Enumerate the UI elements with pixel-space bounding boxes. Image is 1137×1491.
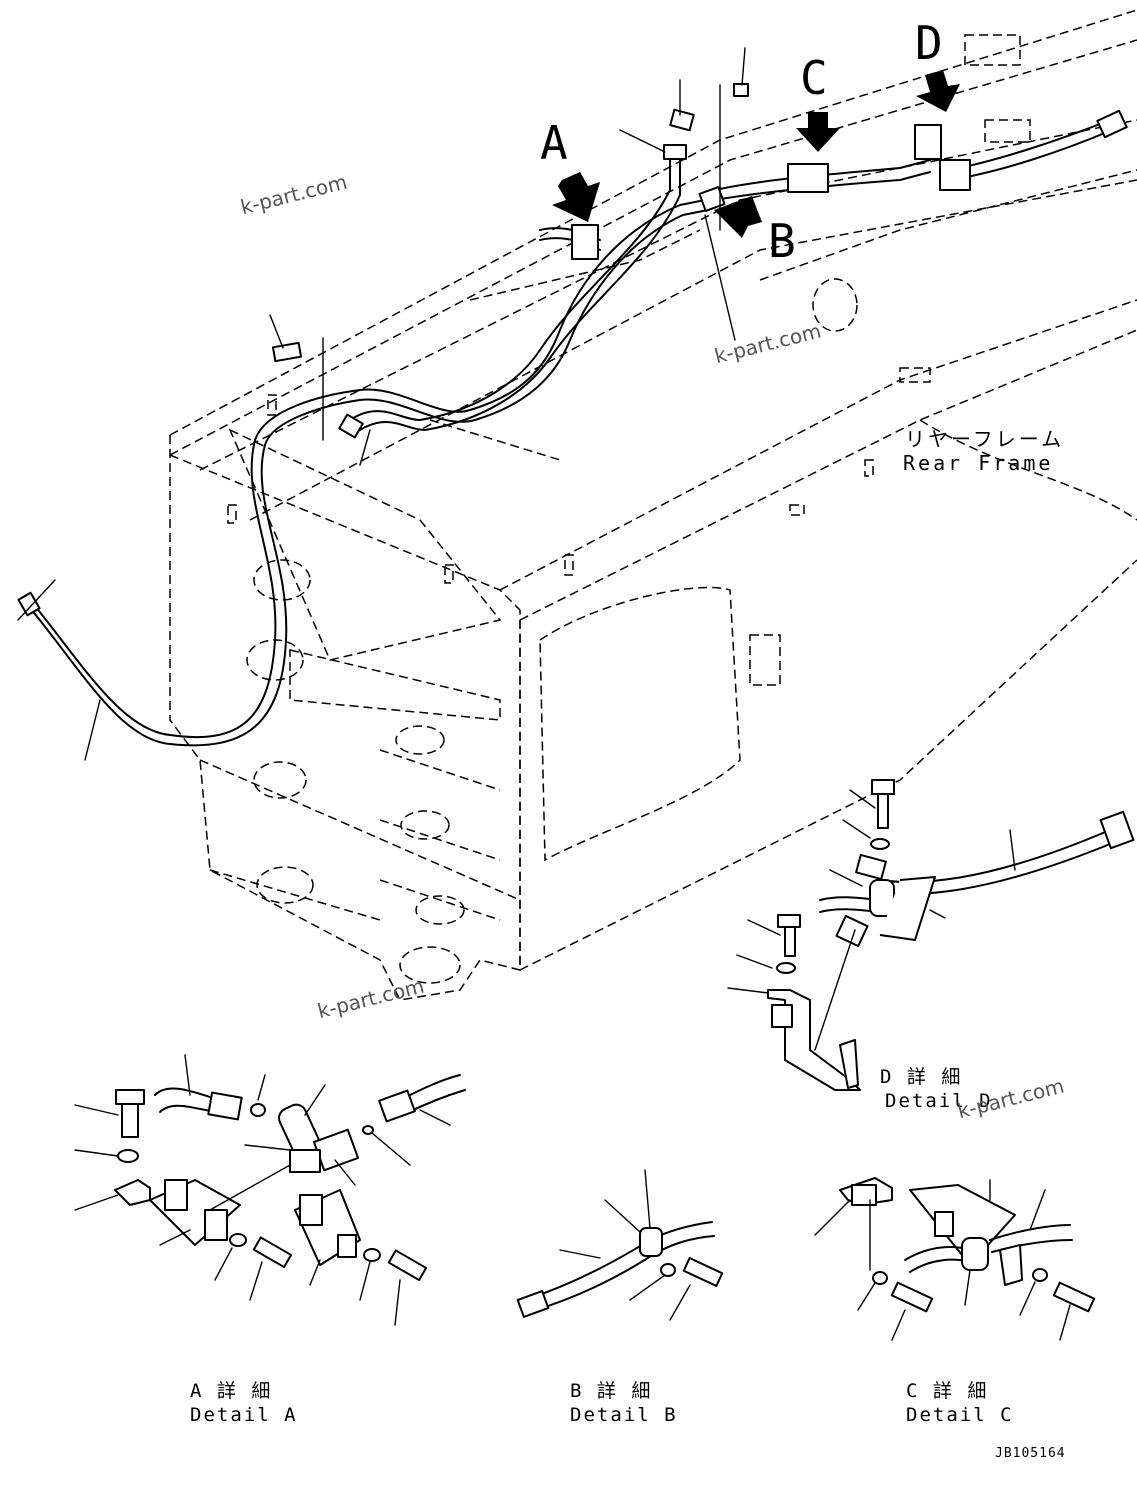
view-letter-d: D xyxy=(915,16,943,70)
detail-d-drawing xyxy=(727,779,1135,1091)
detail-b-title-jp: B 詳 細 xyxy=(570,1380,653,1402)
view-arrows xyxy=(552,70,960,238)
detail-a-title-jp: A 詳 細 xyxy=(190,1380,273,1402)
view-letter-b: B xyxy=(768,214,796,268)
frame-label-jp: リヤーフレーム xyxy=(905,427,1065,451)
detail-a-title-en: Detail A xyxy=(190,1404,298,1426)
rear-frame-outline xyxy=(169,9,1137,1001)
arrow-b-icon xyxy=(714,196,762,238)
arrow-d-icon xyxy=(916,70,960,112)
hose-routing xyxy=(17,83,1128,747)
detail-c-drawing xyxy=(814,1177,1096,1341)
doc-number: JB105164 xyxy=(995,1446,1066,1461)
arrow-c-icon xyxy=(796,112,840,152)
detail-c-title-jp: C 詳 細 xyxy=(906,1380,989,1402)
detail-c-title-en: Detail C xyxy=(906,1404,1014,1426)
arrow-a-icon xyxy=(552,172,600,222)
detail-a-drawing xyxy=(74,1054,466,1326)
frame-label-en: Rear Frame xyxy=(903,451,1054,475)
detail-b-drawing xyxy=(516,1169,724,1321)
frame-studs xyxy=(227,34,1031,686)
detail-d-title-jp: D 詳 細 xyxy=(880,1066,963,1088)
detail-b-title-en: Detail B xyxy=(570,1404,678,1426)
leader-lines-main xyxy=(17,47,746,761)
view-letter-c: C xyxy=(800,51,828,105)
view-letter-a: A xyxy=(540,116,568,170)
detail-d-title-en: Detail D xyxy=(885,1090,993,1112)
